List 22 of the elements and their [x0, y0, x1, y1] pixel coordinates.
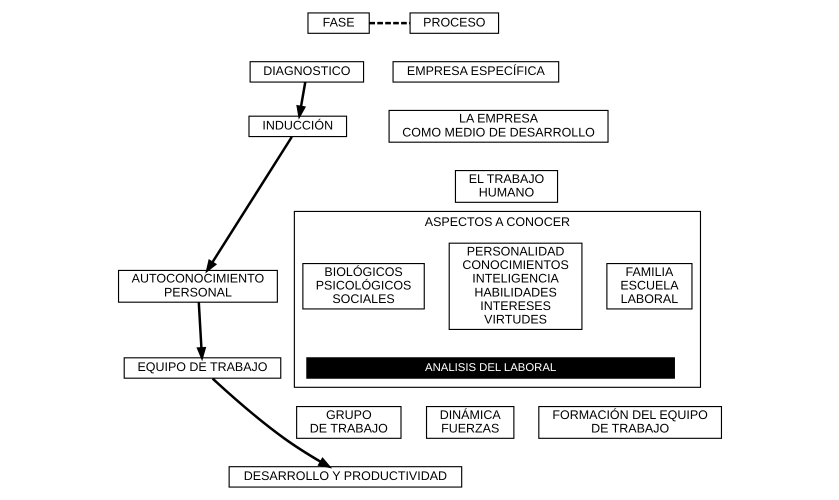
arrow: [211, 378, 332, 468]
node-box: FAMILIA ESCUELA LABORAL: [606, 263, 692, 310]
node-box: LA EMPRESA COMO MEDIO DE DESARROLLO: [388, 110, 608, 143]
connector: [368, 22, 410, 24]
node-box: DIAGNOSTICO: [249, 61, 364, 83]
node-box: GRUPO DE TRABAJO: [296, 406, 402, 439]
arrow: [296, 82, 306, 120]
node-box: FASE: [306, 12, 370, 34]
node-box: DESARROLLO Y PRODUCTIVIDAD: [228, 466, 462, 488]
node-box: EMPRESA ESPECÍFICA: [392, 61, 559, 83]
node-box: EL TRABAJO HUMANO: [454, 170, 558, 203]
node-box: PROCESO: [409, 12, 499, 34]
node-box: AUTOCONOCIMIENTO PERSONAL: [117, 270, 278, 303]
node-box: FORMACIÓN DEL EQUIPO DE TRABAJO: [538, 406, 722, 439]
node-box: ANALISIS DEL LABORAL: [306, 357, 674, 379]
arrow: [196, 302, 206, 362]
node-box: BIOLÓGICOS PSICOLÓGICOS SOCIALES: [302, 263, 424, 310]
arrow: [204, 136, 292, 274]
node-box: DINÁMICA FUERZAS: [425, 406, 514, 439]
node-box: EQUIPO DE TRABAJO: [123, 357, 281, 379]
node-box: PERSONALIDAD CONOCIMIENTOS INTELIGENCIA HABILIDADES INTERESES VIRTUDES: [448, 242, 582, 330]
node-box: INDUCCIÓN: [248, 116, 347, 138]
